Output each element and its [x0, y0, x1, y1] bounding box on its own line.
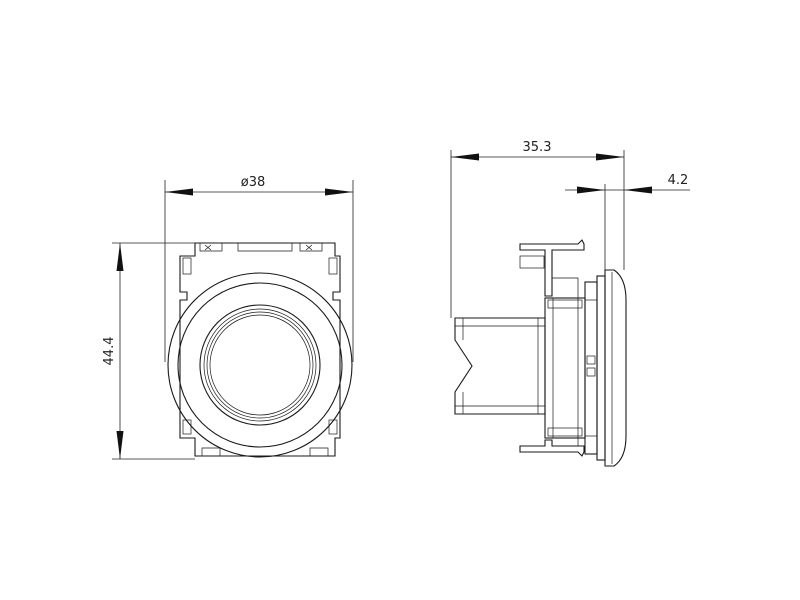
depth-arrow-right	[596, 153, 624, 161]
front-bottom-notch-left	[201, 447, 221, 456]
plate-lug-1	[586, 355, 596, 365]
diameter-label: ø38	[241, 175, 266, 190]
front-clip-left-top	[182, 257, 192, 275]
top-clip	[519, 255, 545, 269]
front-dimensions: ø38 44.4	[102, 175, 354, 460]
bezel-outer-ring	[167, 272, 353, 458]
height-arrow-bottom	[116, 431, 124, 459]
rear-housing	[454, 317, 546, 415]
height-label: 44.4	[102, 337, 117, 366]
top-lug	[552, 277, 579, 298]
bezel-arrow-left	[577, 186, 605, 194]
middle-detail-top	[547, 299, 583, 309]
front-marker-right	[305, 244, 313, 251]
bottom-lug	[552, 437, 579, 446]
front-top-notch-left	[199, 243, 223, 252]
middle-detail-bottom	[547, 427, 583, 437]
front-clip-right-top	[328, 257, 338, 275]
side-view	[454, 239, 627, 467]
front-view	[167, 242, 353, 458]
front-clip-left-bottom	[182, 419, 192, 435]
middle-body	[544, 297, 586, 439]
button-ring-1	[203, 308, 317, 422]
front-top-notch-right	[299, 243, 323, 252]
bezel-arrow-right	[624, 186, 652, 194]
bezel-profile	[604, 269, 627, 467]
button-ring-2	[206, 311, 314, 419]
height-arrow-top	[116, 243, 124, 271]
front-bottom-notch-right	[309, 447, 329, 456]
front-marker-left	[204, 244, 212, 251]
button-outer-edge	[199, 304, 321, 426]
depth-arrow-left	[451, 153, 479, 161]
diameter-arrow-left	[165, 188, 193, 196]
top-latch	[519, 239, 585, 297]
bezel-label: 4.2	[668, 173, 689, 188]
bezel-inner-ring	[177, 282, 343, 448]
plate-lug-2	[586, 367, 596, 377]
side-dimensions: 35.3 4.2	[450, 140, 690, 318]
front-plate-2	[596, 275, 606, 461]
depth-label: 35.3	[523, 140, 552, 155]
diameter-arrow-right	[325, 188, 353, 196]
front-top-notch-center	[237, 243, 293, 252]
button-face	[209, 314, 311, 416]
front-body-outline	[179, 242, 341, 457]
front-clip-right-bottom	[328, 419, 338, 435]
bottom-latch	[519, 439, 585, 457]
